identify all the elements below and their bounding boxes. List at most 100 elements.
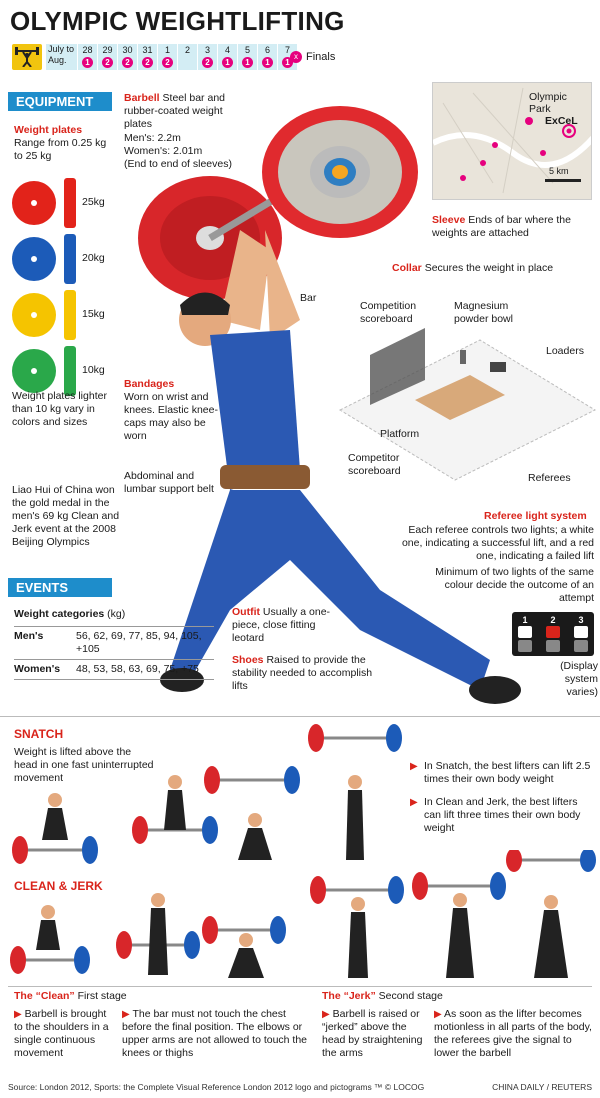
finals-count-badge: 1 — [82, 57, 93, 68]
schedule-day-number: 3 — [204, 45, 210, 55]
collar-info: Collar Secures the weight in place — [392, 262, 553, 275]
cj-step-4 — [310, 876, 404, 978]
bullet-arrow-icon: ▶ — [434, 1009, 442, 1020]
barbell-women-length: Women's: 2.01m — [124, 145, 203, 157]
plate-weight-label: 20kg — [82, 252, 105, 264]
plate-weight-label: 25kg — [82, 196, 105, 208]
competition-scoreboard-label: Competition scoreboard — [360, 300, 417, 325]
schedule-day-number: 4 — [224, 45, 230, 55]
plate-row: 10kg — [12, 346, 122, 396]
cj-step-3 — [202, 916, 286, 978]
clean-point-2: ▶ The bar must not touch the chest befor… — [122, 1008, 308, 1059]
plate-row: 15kg — [12, 290, 122, 340]
barbell-note: (End to end of sleeves) — [124, 158, 232, 170]
finals-count-badge: 2 — [102, 57, 113, 68]
schedule-month-label: July to Aug. — [46, 44, 78, 70]
jerk-point-2: ▶ As soon as the lifter becomes motionle… — [434, 1008, 592, 1059]
plate-face-icon — [12, 181, 56, 225]
magnesium-bowl-label: Magnesium powder bowl — [454, 300, 513, 325]
plate-weight-label: 15kg — [82, 308, 105, 320]
competitor-scoreboard-label: Competitor scoreboard — [348, 452, 401, 477]
referee-light-top — [518, 626, 532, 638]
barbell-info: Barbell Steel bar and rubber-coated weig… — [124, 92, 244, 131]
jerk-stage-heading: The “Jerk” Second stage — [322, 990, 443, 1003]
finals-count-badge: 1 — [282, 57, 293, 68]
cj-divider — [8, 986, 592, 987]
bullet-arrow-icon: ▶ — [410, 761, 418, 772]
categories-title-row: Weight categories (kg) — [14, 608, 125, 621]
platform-label: Platform — [380, 428, 420, 440]
map-excel: ExCeL — [545, 115, 578, 127]
schedule-day-number: 2 — [184, 45, 190, 55]
section-divider — [0, 716, 600, 717]
finals-count-badge: 1 — [222, 57, 233, 68]
referee-light-top — [574, 626, 588, 638]
referee-light-top — [546, 626, 560, 638]
plate-side-icon — [64, 290, 76, 340]
source-footer: Source: London 2012, Sports: the Complet… — [8, 1082, 425, 1092]
finals-legend-label: Finals — [306, 51, 336, 63]
clean-jerk-sequence — [10, 850, 596, 978]
finals-count-badge: 2 — [162, 57, 173, 68]
plates-note: Weight plates lighter than 10 kg vary in… — [12, 390, 107, 428]
sleeve-info: Sleeve Ends of bar where the weights are… — [432, 214, 597, 240]
cj-step-6 — [506, 850, 596, 978]
referee-system-heading: Referee light system — [484, 510, 587, 522]
bullet-arrow-icon: ▶ — [122, 1009, 130, 1020]
referee-light-bottom — [574, 640, 588, 652]
shoes-heading: Shoes — [232, 654, 264, 666]
sleeve-desc: Ends of bar where the weights are attach… — [432, 214, 571, 239]
credit-footer: CHINA DAILY / REUTERS — [492, 1082, 592, 1092]
page-title: OLYMPIC WEIGHTLIFTING — [10, 6, 345, 36]
map-scale-bar — [545, 179, 581, 182]
snatch-step-3 — [204, 766, 300, 860]
weightlifting-pictogram-icon — [12, 44, 42, 70]
finals-count-badge: 2 — [142, 57, 153, 68]
bar-label: Bar — [300, 292, 317, 304]
collar-heading: Collar — [392, 262, 422, 274]
referee-light-number: 3 — [578, 615, 584, 625]
bandages-info: Bandages Worn on wrist and knees. Elasti… — [124, 378, 228, 443]
snatch-facts: ▶In Snatch, the best lifters can lift 2.… — [410, 760, 596, 845]
schedule-day-number: 28 — [82, 45, 93, 55]
bullet-arrow-icon: ▶ — [14, 1009, 22, 1020]
equipment-heading: EQUIPMENT — [8, 92, 112, 111]
bandages-heading: Bandages — [124, 378, 175, 390]
plate-weight-label: 10kg — [82, 364, 105, 376]
snatch-step-1 — [12, 793, 98, 864]
referee-light-number: 1 — [522, 615, 528, 625]
schedule-day-number: 30 — [122, 45, 133, 55]
referee-system-desc1: Each referee controls two lights; a whit… — [401, 524, 594, 562]
referees-label: Referees — [528, 472, 571, 484]
schedule-day-number: 5 — [244, 45, 250, 55]
schedule-day-number: 29 — [102, 45, 113, 55]
barbell-men-length: Men's: 2.2m — [124, 132, 181, 144]
category-values: 48, 53, 58, 63, 69, 75, +75 — [76, 663, 199, 675]
referee-light-number: 2 — [550, 615, 556, 625]
plate-side-icon — [64, 346, 76, 396]
clean-jerk-heading: CLEAN & JERK — [14, 879, 103, 893]
plate-face-icon — [12, 349, 56, 393]
cj-step-1 — [10, 905, 90, 974]
finals-count-badge: 2 — [122, 57, 133, 68]
jerk-heading: The “Jerk” — [322, 990, 376, 1002]
bullet-arrow-icon: ▶ — [410, 797, 418, 808]
shoes-desc: Raised to provide the stability needed t… — [232, 654, 373, 692]
referee-light-bottom — [546, 640, 560, 652]
map-olympic-park: Olympic Park — [529, 91, 567, 115]
events-heading: EVENTS — [8, 578, 112, 597]
plates-range: Range from 0.25 kg to 25 kg — [14, 137, 107, 162]
category-values: 56, 62, 69, 77, 85, 94, 105, +105 — [76, 630, 202, 655]
plates-title: Weight plates — [14, 124, 83, 136]
shoes-info: Shoes Raised to provide the stability ne… — [232, 654, 382, 693]
cj-step-2 — [116, 893, 200, 975]
loaders-label: Loaders — [546, 345, 584, 357]
categories-unit: (kg) — [107, 608, 126, 620]
